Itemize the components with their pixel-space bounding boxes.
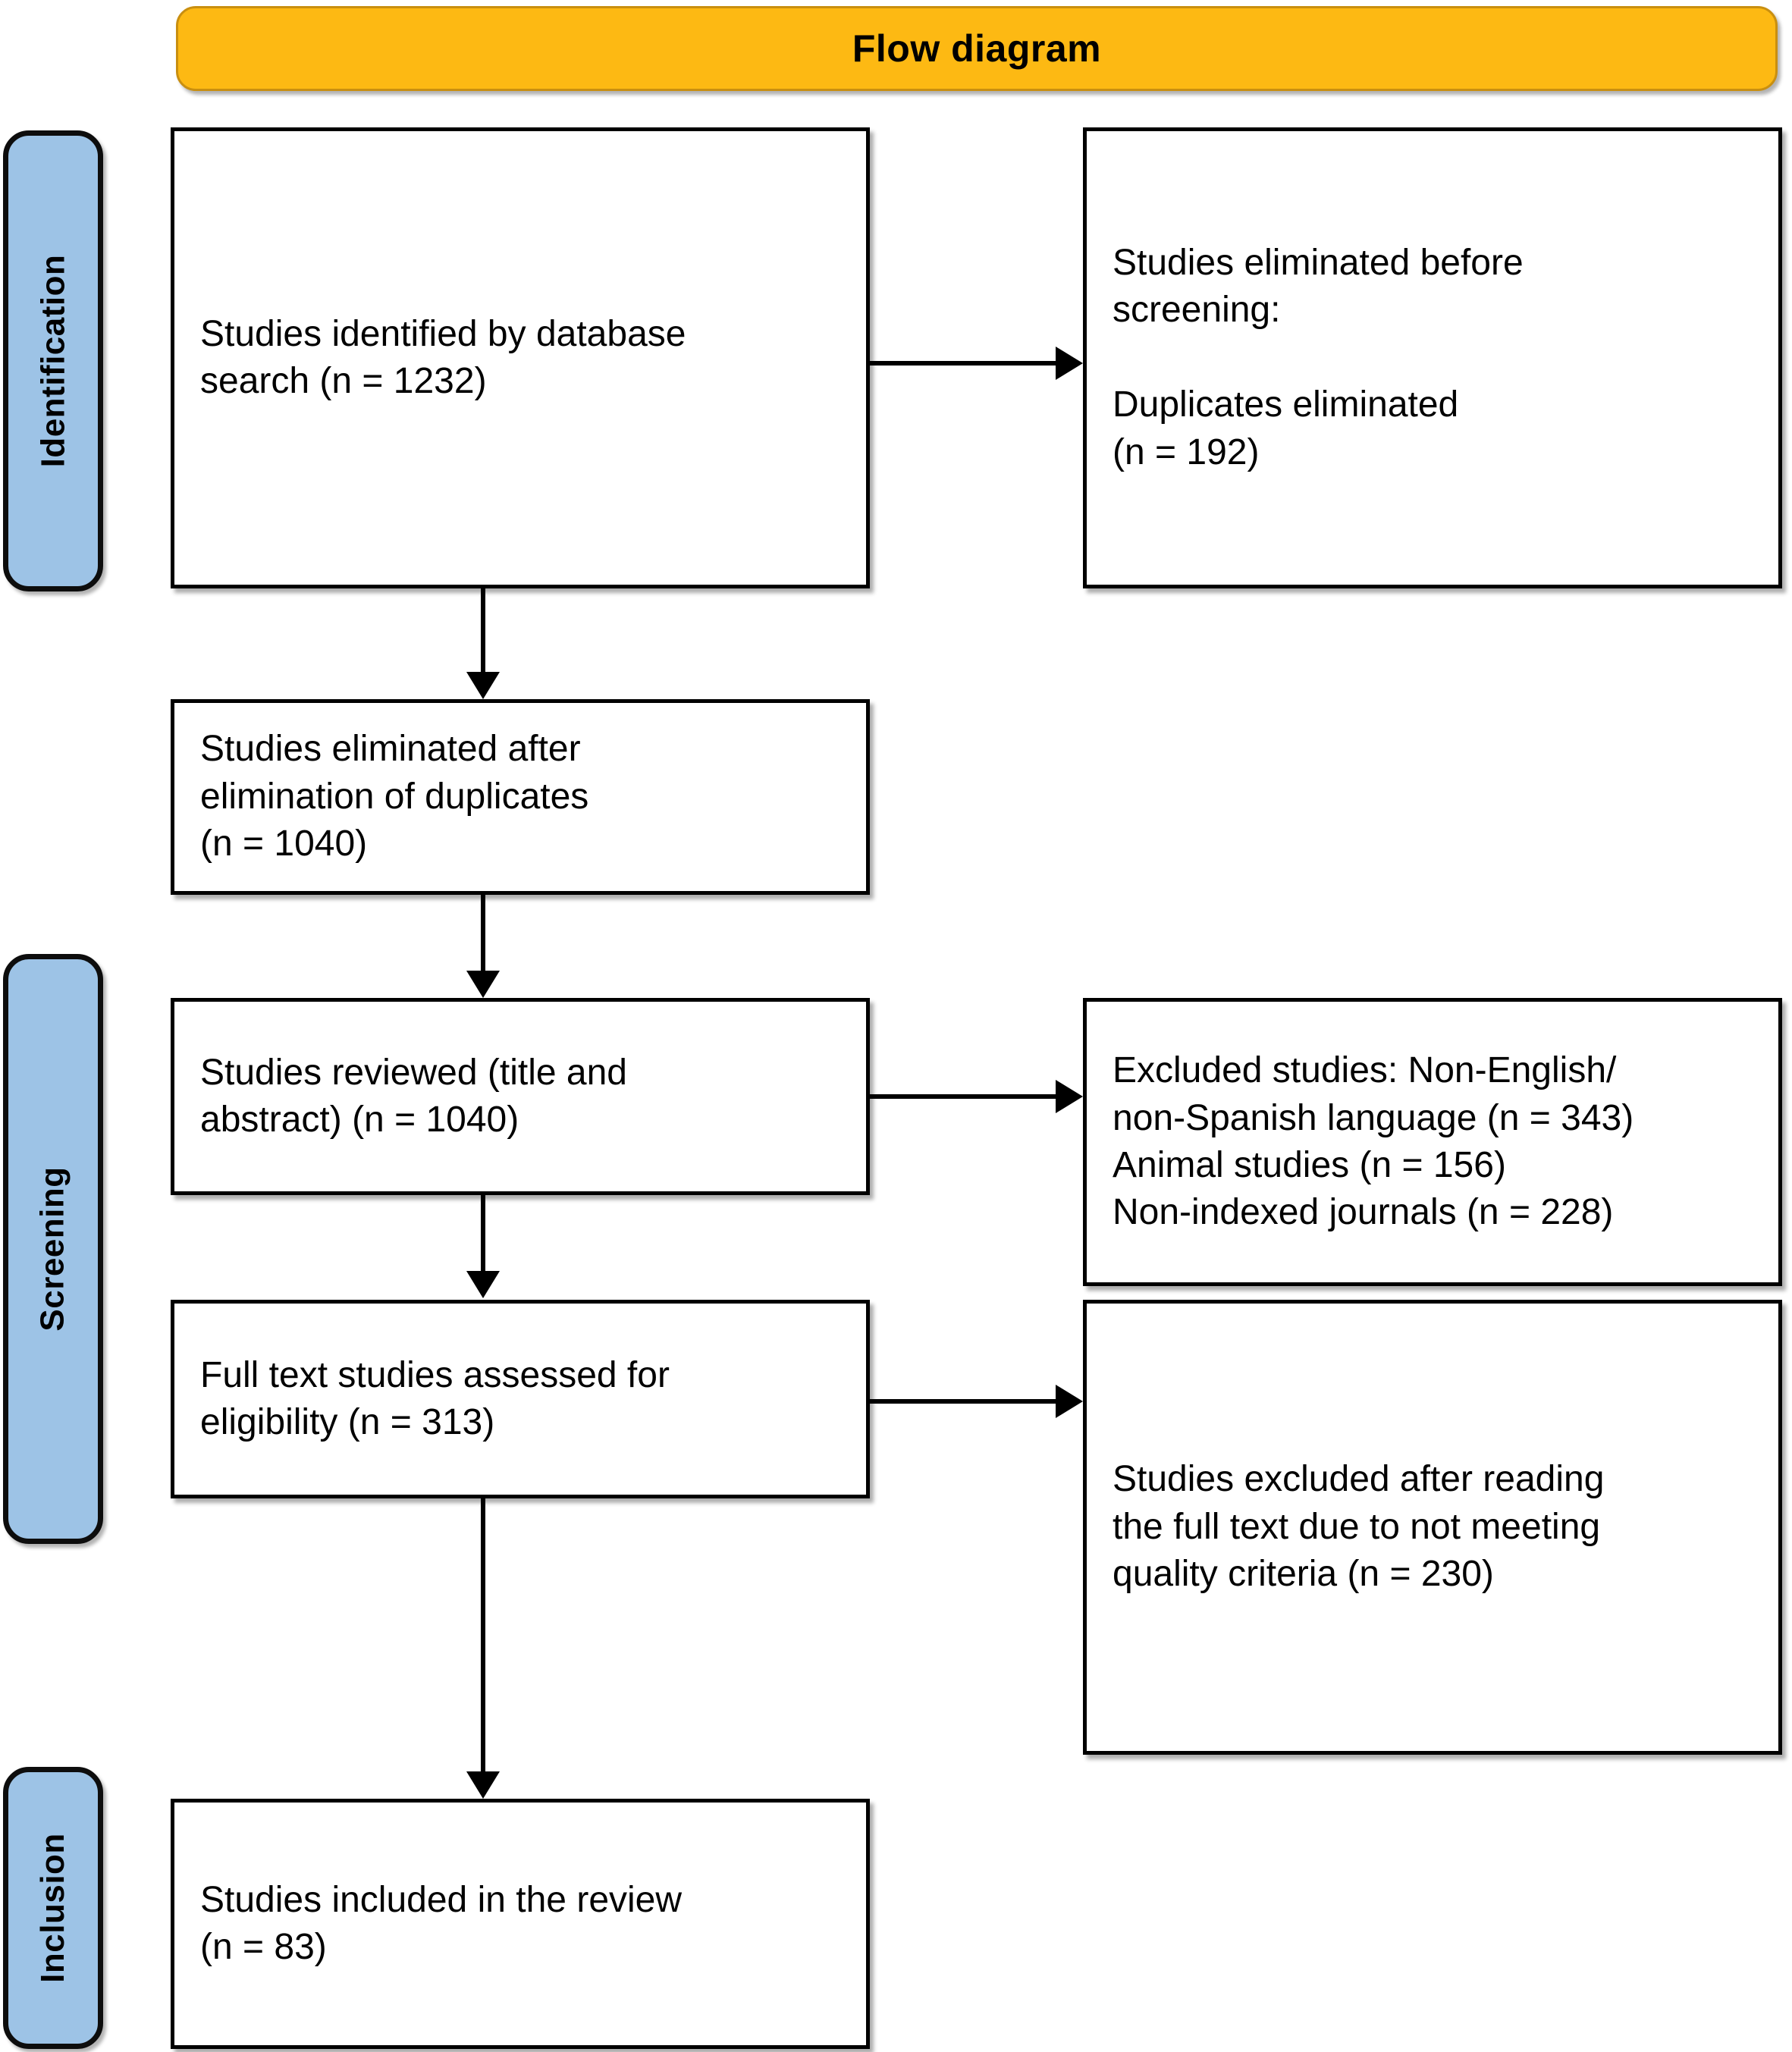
box-studies-included: Studies included in the review (n = 83) [171, 1799, 870, 2049]
stage-pill-inclusion: Inclusion [3, 1767, 103, 2049]
arrowhead-identified-to-eliminated [1056, 347, 1083, 380]
stage-pill-identification: Identification [3, 130, 103, 591]
arrowhead-after-duplicates-to-reviewed [466, 971, 500, 998]
box-studies-identified: Studies identified by database search (n… [171, 127, 870, 588]
connector-fulltext-to-excluded-fulltext [870, 1399, 1056, 1404]
box-excluded-screening-text: Excluded studies: Non-English/ non-Spani… [1113, 1050, 1634, 1233]
stage-pill-screening: Screening [3, 954, 103, 1544]
box-eliminated-before-screening: Studies eliminated before screening: Dup… [1083, 127, 1782, 588]
stage-label-inclusion: Inclusion [34, 1833, 71, 1983]
arrowhead-reviewed-to-fulltext [466, 1271, 500, 1298]
box-eliminated-before-screening-text: Studies eliminated before screening: Dup… [1113, 243, 1524, 472]
arrowhead-identified-to-after-duplicates [466, 672, 500, 699]
flow-diagram-title-banner: Flow diagram [176, 6, 1778, 91]
connector-fulltext-to-included [481, 1498, 485, 1771]
arrowhead-fulltext-to-excluded-fulltext [1056, 1385, 1083, 1418]
box-excluded-fulltext-text: Studies excluded after reading the full … [1113, 1459, 1605, 1595]
box-studies-reviewed: Studies reviewed (title and abstract) (n… [171, 998, 870, 1195]
box-excluded-fulltext: Studies excluded after reading the full … [1083, 1300, 1782, 1755]
box-eliminated-after-duplicates-text: Studies eliminated after elimination of … [200, 729, 589, 864]
arrowhead-reviewed-to-excluded-screening [1056, 1080, 1083, 1113]
stage-label-identification: Identification [34, 254, 71, 468]
box-excluded-screening: Excluded studies: Non-English/ non-Spani… [1083, 998, 1782, 1286]
arrowhead-fulltext-to-included [466, 1771, 500, 1799]
connector-identified-to-eliminated [870, 361, 1056, 366]
box-studies-identified-text: Studies identified by database search (n… [200, 313, 686, 401]
page-title: Flow diagram [852, 27, 1102, 70]
box-studies-reviewed-text: Studies reviewed (title and abstract) (n… [200, 1052, 627, 1140]
connector-reviewed-to-excluded-screening [870, 1094, 1056, 1099]
box-studies-included-text: Studies included in the review (n = 83) [200, 1879, 683, 1967]
box-fulltext-assessed: Full text studies assessed for eligibili… [171, 1300, 870, 1498]
stage-label-screening: Screening [34, 1166, 71, 1332]
connector-after-duplicates-to-reviewed [481, 895, 485, 971]
connector-identified-to-after-duplicates [481, 588, 485, 672]
box-fulltext-assessed-text: Full text studies assessed for eligibili… [200, 1354, 670, 1442]
connector-reviewed-to-fulltext [481, 1195, 485, 1271]
box-eliminated-after-duplicates: Studies eliminated after elimination of … [171, 699, 870, 895]
